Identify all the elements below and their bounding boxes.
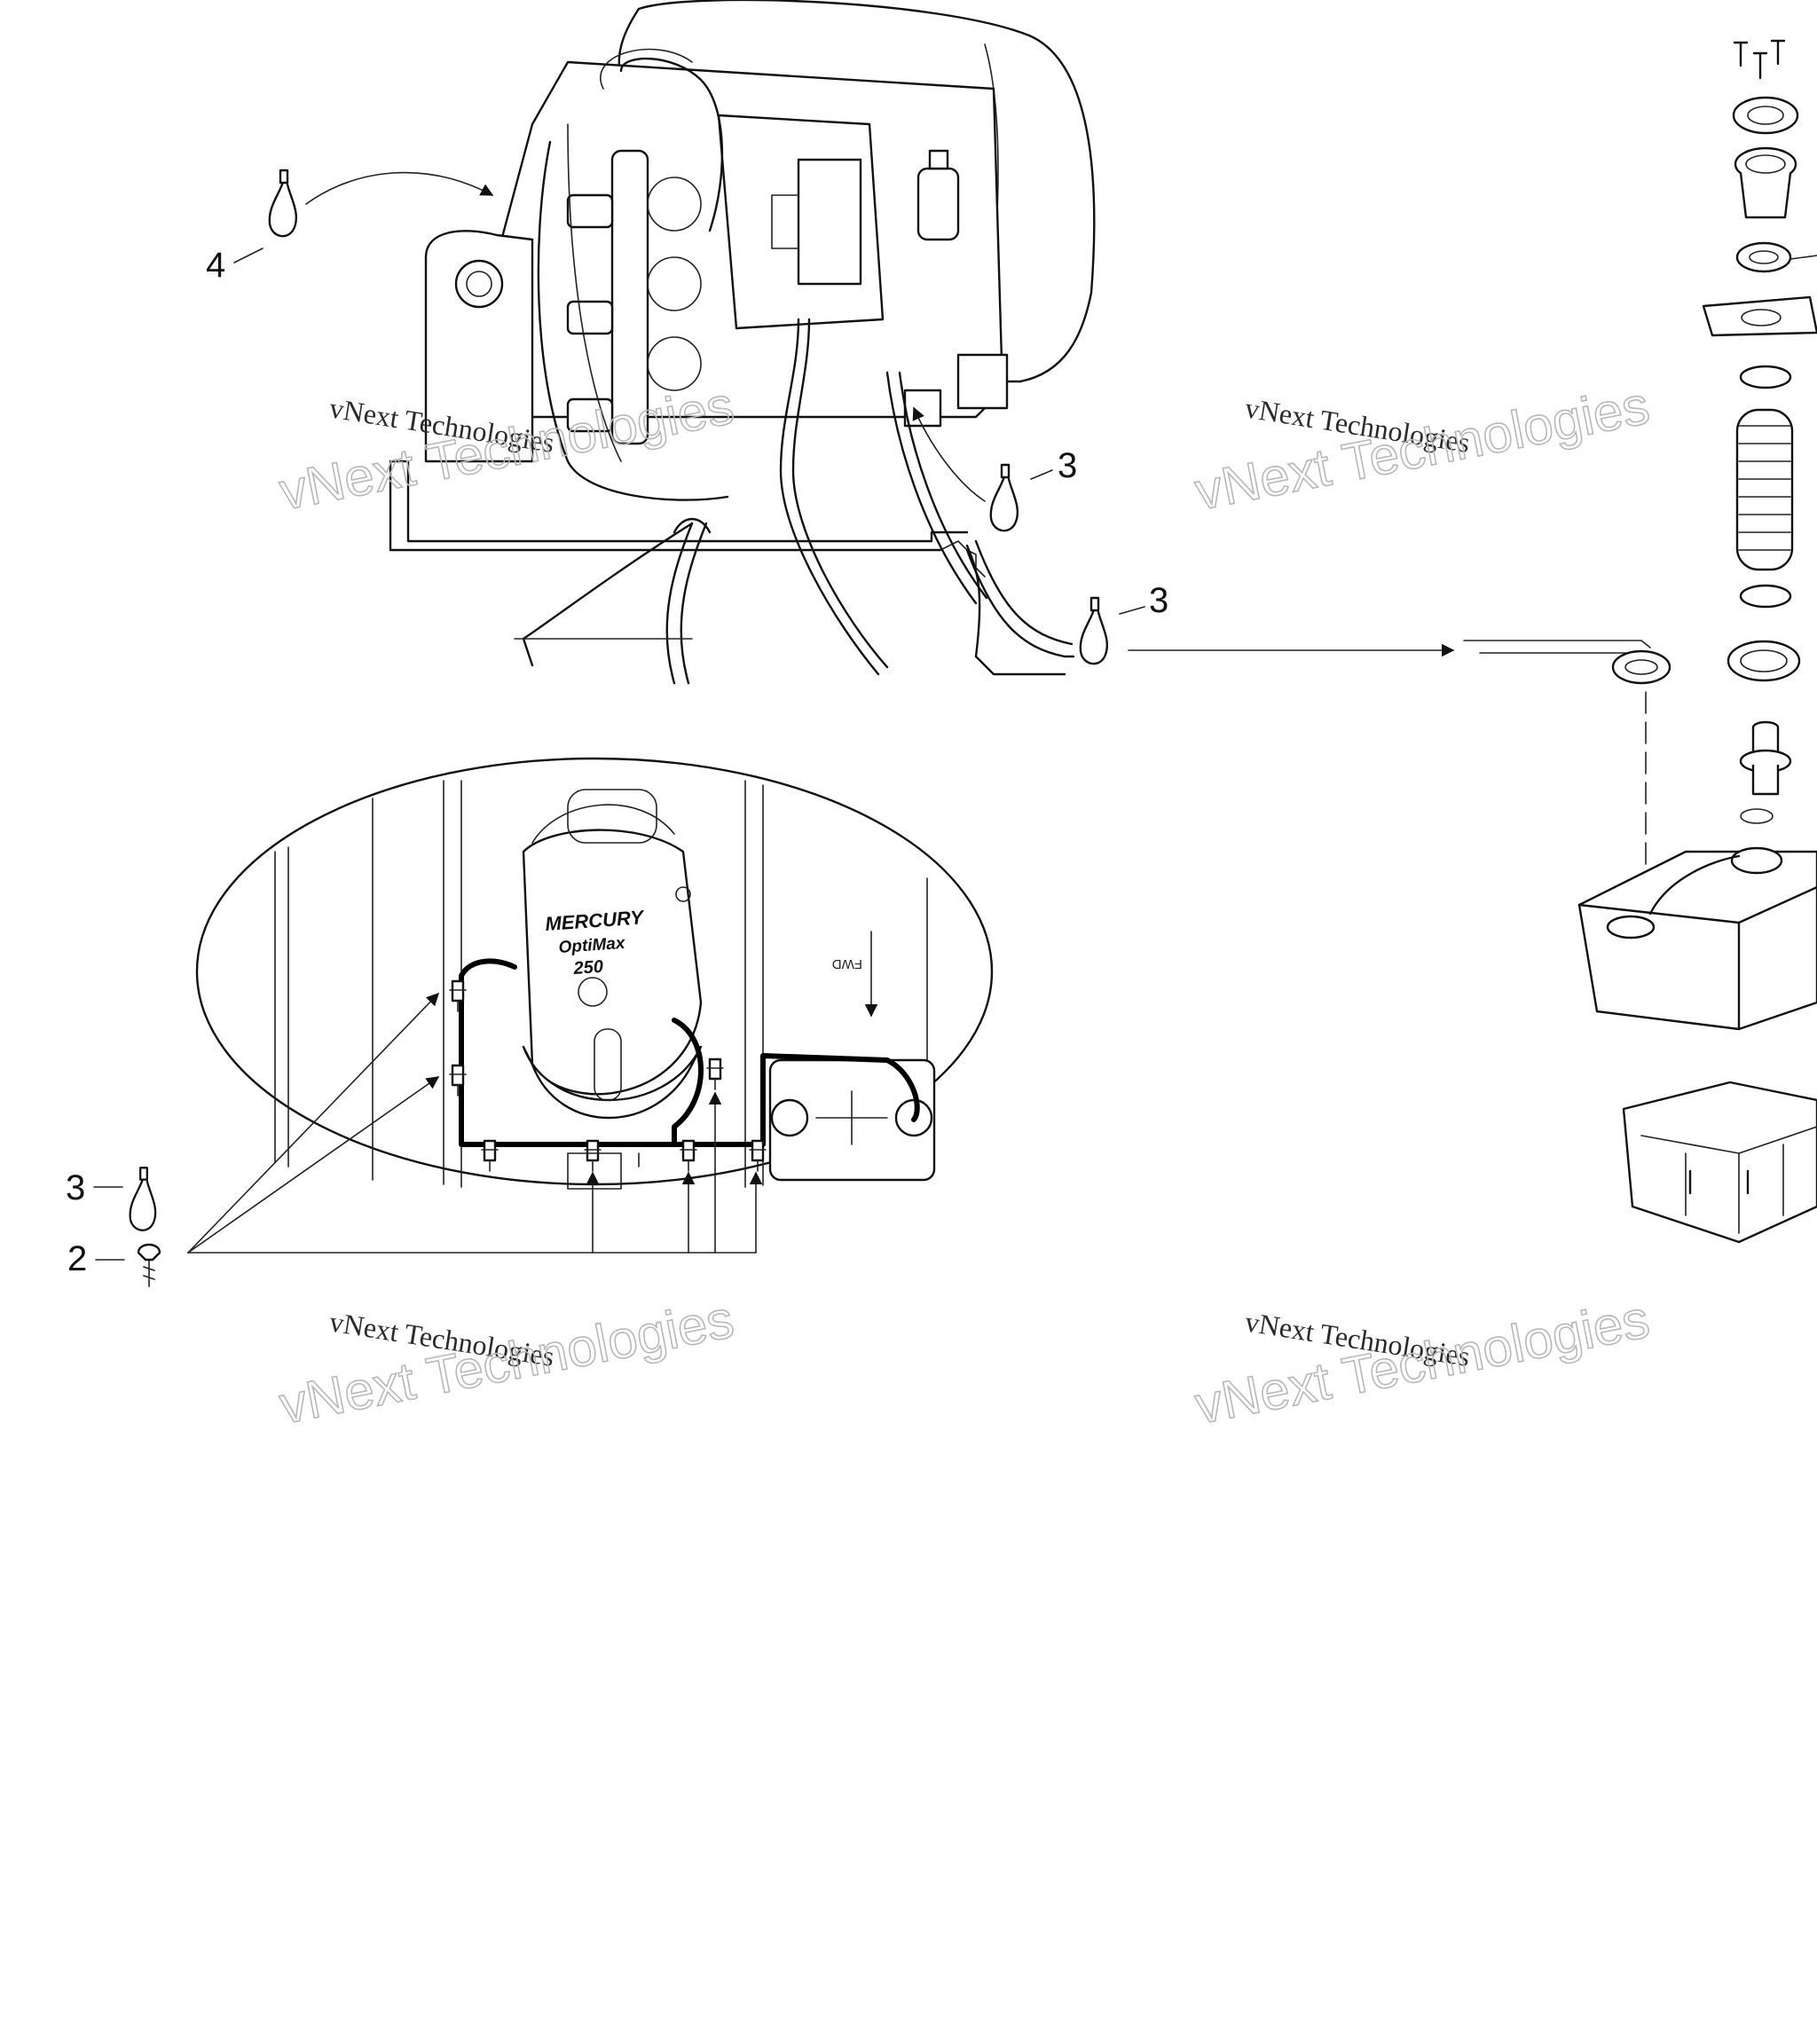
screw-icon — [1733, 39, 1786, 80]
callout-3-lower: 3 — [66, 1167, 157, 1231]
callout-3-upper: 3 — [912, 406, 1077, 532]
inset-view: MERCURY OptiMax 250 FWD — [195, 757, 994, 1190]
callout-3-right: 3 — [1079, 581, 1455, 665]
fuel-filler-assembly — [1463, 39, 1817, 1244]
callout-label-3-lower: 3 — [66, 1168, 85, 1207]
cable-tie-icon — [1079, 596, 1109, 665]
callout-4: 4 — [206, 169, 494, 285]
cable-tie-icon — [129, 1167, 157, 1231]
direction-label: FWD — [832, 956, 862, 971]
callout-label-2: 2 — [67, 1239, 87, 1278]
leader-lines — [187, 992, 763, 1254]
cable-tie-icon — [268, 169, 298, 238]
engine-assembly — [389, 0, 1096, 685]
fuel-tank-icon — [1577, 846, 1817, 1031]
cable-tie-icon — [989, 463, 1019, 532]
model-number-label: 250 — [572, 957, 604, 979]
callout-label-4: 4 — [206, 246, 225, 285]
callout-label-3-upper: 3 — [1058, 446, 1077, 485]
screw-icon — [137, 1243, 161, 1287]
callout-label-3-right: 3 — [1149, 581, 1168, 620]
callout-2: 2 — [67, 1239, 161, 1287]
